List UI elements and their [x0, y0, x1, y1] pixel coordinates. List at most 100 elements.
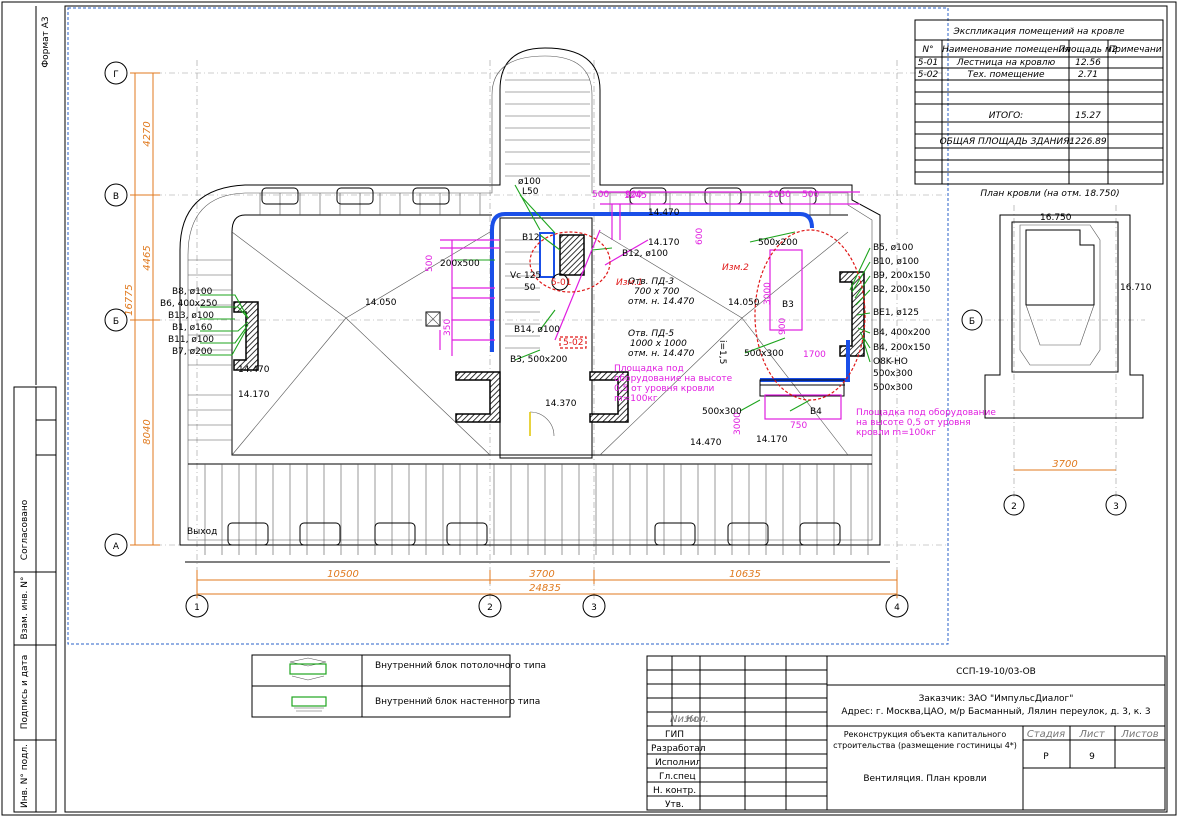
- eq-c-2: B12: [522, 233, 540, 243]
- tb-project: Реконструкция объекта капитального строи…: [833, 730, 1017, 750]
- axis-bubble-v: [104, 183, 128, 207]
- eq-c-13: B4: [810, 407, 822, 417]
- exit-label: Выход: [187, 527, 217, 537]
- eq-c-6: 50: [524, 283, 536, 293]
- mdim-5: 500: [802, 190, 819, 200]
- side-axis-2: 2: [1011, 502, 1017, 512]
- equipment-dims: 500 900 1245 2030 500 600 500 3000 900 1…: [425, 190, 826, 435]
- eq-c-3: B12, ø100: [622, 249, 668, 259]
- eq-c-0: ø100: [518, 177, 541, 187]
- axis-label-v: В: [113, 192, 119, 202]
- eq-left-1: B6, 400x250: [160, 299, 218, 309]
- eq-right-1: B10, ø100: [873, 257, 919, 267]
- platform-note-left-text: Площадка под оборудование на высоте 0,5 …: [614, 364, 733, 404]
- exp-row2-area: 2.71: [1078, 70, 1098, 80]
- elev-3: 14.470: [648, 208, 680, 218]
- eq-c-10: 500x300: [744, 349, 784, 359]
- elev-8: 14.170: [756, 435, 788, 445]
- dim-h-2: 3700: [529, 569, 554, 580]
- dim-h-3: 10635: [729, 569, 761, 580]
- exp-row2-num: 5-02: [918, 70, 939, 80]
- exp-row2-name: Тех. помещение: [967, 70, 1045, 80]
- eq-c-5: Vc 125: [510, 271, 541, 281]
- dim-vertical-3: 8040: [142, 419, 153, 444]
- dim-vertical-overall: 16775: [124, 284, 135, 316]
- exp-header-note: Примечани: [1108, 45, 1161, 55]
- elevations: 14.050 14.050 14.470 14.170 14.470 14.17…: [187, 208, 788, 537]
- stamp-inv: Инв. N° подл.: [20, 744, 30, 808]
- equipment-labels-left: B8, ø100 B6, 400x250 B13, ø100 B1, ø160 …: [160, 287, 218, 357]
- dim-vertical-2: 4465: [142, 245, 153, 270]
- axis-bubble-2: [478, 594, 502, 618]
- elev-5: 14.470: [238, 365, 270, 375]
- exp-header-area: Площадь м2: [1059, 45, 1118, 55]
- slope-label: i=1,5: [717, 340, 727, 364]
- side-elev-1: 16.750: [1040, 213, 1072, 223]
- tb-address: Адрес: г. Москва,ЦАО, м/р Басманный, Лял…: [841, 707, 1150, 717]
- opening1-line3: отм. н. 14.470: [628, 297, 695, 307]
- mdim-6: 600: [695, 228, 705, 245]
- side-axis-3: 3: [1113, 502, 1119, 512]
- eq-right-0: B5, ø100: [873, 243, 914, 253]
- mdim-7: 500: [425, 255, 435, 272]
- shafts: [233, 234, 865, 423]
- side-roof-plan: План кровли (на отм. 18.750) 16.750 16.7…: [961, 189, 1152, 516]
- mdim-1: 500: [592, 190, 609, 200]
- stamp-agreed: Согласовано: [20, 499, 30, 560]
- legend-wall-label: Внутренний блок настенного типа: [375, 697, 540, 707]
- axis-label-a: А: [113, 542, 120, 552]
- viewport-border: [67, 7, 949, 645]
- room-label-5-01: 5-01: [551, 278, 571, 288]
- axis-label-2: 2: [487, 603, 493, 613]
- equipment-labels-center: ø100 L50 B12 B12, ø100 200x500 Vc 125 50…: [440, 177, 822, 417]
- stamp-sign-date: Подпись и дата: [20, 655, 30, 730]
- tb-role-developed: Разработал: [651, 744, 706, 754]
- tb-stage: Р: [1043, 752, 1049, 762]
- eq-c-7: B14, ø100: [514, 325, 560, 335]
- platform-note-left: Площадка под оборудование на высоте 0,5 …: [614, 364, 733, 404]
- side-axis-b: Б: [969, 317, 975, 327]
- dim-h-overall: 24835: [529, 583, 561, 594]
- tb-role-gip: ГИП: [665, 730, 684, 740]
- wall-unit-icon: [291, 696, 327, 712]
- opening2-line1: Отв. ПД-5: [628, 329, 674, 339]
- axis-bubble-a: [104, 533, 128, 557]
- side-stamp-column: Формат А3 Согласовано Взам. инв. N° Подп…: [13, 6, 57, 813]
- explication-title: Экспликация помещений на кровле: [952, 27, 1125, 37]
- axis-label-4: 4: [894, 603, 900, 613]
- mdim-12: 750: [790, 421, 807, 431]
- axis-bubble-3: [582, 594, 606, 618]
- tb-sheet-header: Лист: [1078, 729, 1106, 740]
- eq-right-4: BE1, ø125: [873, 308, 919, 318]
- mdim-10: 1700: [803, 350, 826, 360]
- mdim-3: 1245: [624, 191, 647, 201]
- side-elev-2: 16.710: [1120, 283, 1152, 293]
- eq-c-9: 500x200: [758, 238, 798, 248]
- eq-c-12: B3: [782, 300, 794, 310]
- explication-table: Экспликация помещений на кровле N° Наиме…: [914, 19, 1164, 185]
- mdim-2: 900: [625, 190, 642, 200]
- tb-sheet-name-text: Вентиляция. План кровли: [863, 774, 987, 784]
- platform-note-right-text: Площадка под оборудование на высоте 0,5 …: [856, 408, 996, 438]
- tb-role-chief: Гл.спец: [659, 772, 696, 782]
- opening-notes: Отв. ПД-3 700 x 700 отм. н. 14.470 Отв. …: [628, 277, 695, 359]
- tb-stage-header: Стадия: [1027, 729, 1065, 740]
- tb-sheet-no: 9: [1089, 752, 1095, 762]
- opening1-line1: Отв. ПД-3: [628, 277, 674, 287]
- tb-role-approved: Утв.: [665, 800, 684, 810]
- eq-left-3: B1, ø160: [172, 323, 213, 333]
- eq-c-8: B3, 500x200: [510, 355, 568, 365]
- exp-row1-name: Лестница на кровлю: [956, 58, 1056, 68]
- mdim-13: 350: [443, 319, 453, 336]
- tb-change-qty: Кол.: [686, 714, 709, 725]
- side-dim: 3700: [1052, 459, 1077, 470]
- eq-right-6: B4, 200x150: [873, 343, 931, 353]
- exp-total-value: 15.27: [1075, 111, 1101, 121]
- legend-ceiling-label: Внутренний блок потолочного типа: [375, 661, 546, 671]
- axis-bubble-b: [104, 308, 128, 332]
- dim-h-1: 10500: [327, 569, 359, 580]
- exp-building-label: ОБЩАЯ ПЛОЩАДЬ ЗДАНИЯ:: [940, 137, 1073, 147]
- axis-label-3: 3: [591, 603, 597, 613]
